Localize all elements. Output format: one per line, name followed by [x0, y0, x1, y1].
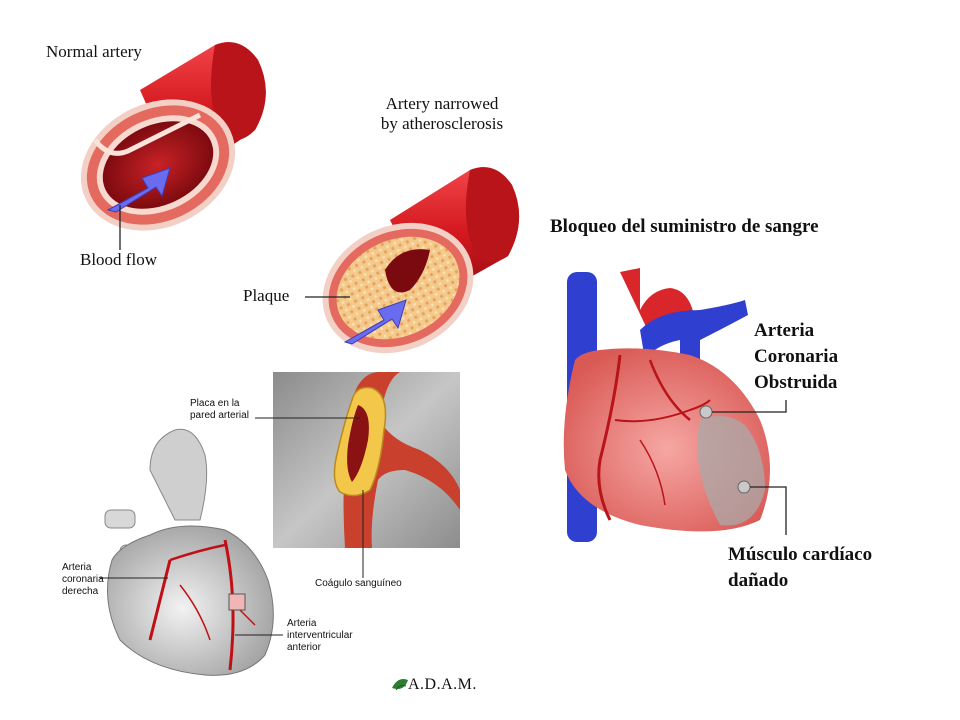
lad-line-3: anterior	[287, 642, 321, 653]
damaged-line-2: dañado	[728, 570, 789, 591]
obstructed-line-1: Arteria	[754, 320, 815, 341]
right-coronary-line-1: Arteria	[62, 562, 92, 573]
blood-flow-label: Blood flow	[80, 250, 157, 269]
grey-heart-illustration	[104, 428, 274, 676]
lad-line-1: Arteria	[287, 618, 317, 629]
narrowed-title-line-1: Artery narrowed	[385, 94, 499, 113]
clot-closeup-panel	[273, 372, 460, 548]
right-coronary-line-2: coronaria	[62, 574, 104, 585]
lad-line-2: interventricular	[287, 630, 353, 641]
narrowed-title-line-2: by atherosclerosis	[380, 114, 504, 133]
damaged-line-1: Músculo cardíaco	[728, 544, 873, 565]
obstructed-leader	[712, 400, 787, 413]
red-heart-illustration	[563, 268, 770, 542]
obstructed-artery-label: Arteria Coronaria Obstruida	[754, 318, 838, 396]
narrowed-artery-title: Artery narrowed by atherosclerosis	[372, 94, 512, 134]
plaque-wall-line-2: pared arterial	[190, 410, 249, 421]
adam-leaf-icon	[392, 679, 408, 691]
blockage-title: Bloqueo del suministro de sangre	[550, 216, 819, 237]
narrowed-artery-illustration	[322, 167, 520, 354]
plaque-label: Plaque	[243, 286, 290, 305]
plaque-wall-label: Placa en la pared arterial	[190, 398, 249, 422]
clot-label: Coágulo sanguíneo	[315, 578, 402, 589]
damaged-muscle-label: Músculo cardíaco dañado	[728, 542, 872, 594]
obstructed-line-2: Coronaria	[754, 346, 839, 367]
normal-artery-title: Normal artery	[46, 42, 142, 61]
right-coronary-label: Arteria coronaria derecha	[62, 562, 104, 598]
damaged-leader	[750, 486, 787, 535]
right-coronary-line-3: derecha	[62, 586, 99, 597]
obstructed-line-3: Obstruida	[754, 372, 838, 393]
adam-logo-text: A.D.A.M.	[408, 676, 477, 693]
lad-label: Arteria interventricular anterior	[287, 618, 353, 654]
plaque-wall-line-1: Placa en la	[190, 398, 240, 409]
normal-artery-illustration	[80, 42, 266, 231]
